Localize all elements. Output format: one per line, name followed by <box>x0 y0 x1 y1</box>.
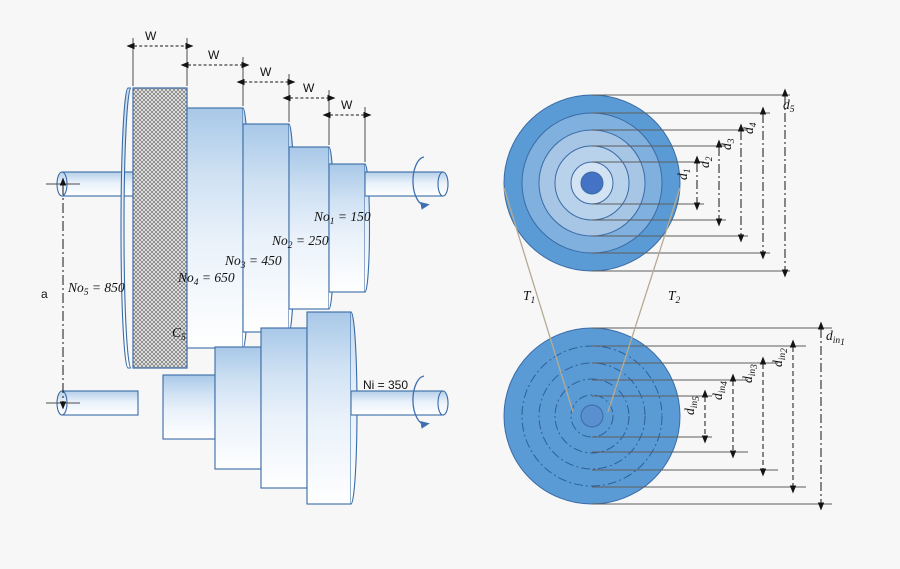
lower-right-shaft <box>350 390 449 416</box>
dim-label-d1: d1 <box>675 169 693 181</box>
width-dimension-arrows <box>126 42 372 119</box>
bottom-extension-lines <box>592 327 832 505</box>
lower-step-3 <box>260 327 314 489</box>
bottom-dimension-arrows <box>701 321 825 511</box>
bottom-pulley-dimension-labels: din5 din4 din3 din2 din1 <box>682 328 845 415</box>
upper-rotation-arrow <box>412 156 430 210</box>
top-extension-lines <box>592 94 790 272</box>
clearance-label-c5: C5 <box>172 325 186 343</box>
upper-step-1 <box>328 163 371 293</box>
hub <box>580 171 604 195</box>
dim-label-d3: d3 <box>719 138 737 150</box>
input-speed-label: Ni = 350 <box>363 378 408 392</box>
upper-step-3 <box>242 123 296 333</box>
belt-line-t1 <box>503 187 574 413</box>
center-distance-label: a <box>41 287 48 301</box>
dim-label-d5: d5 <box>783 97 795 115</box>
dim-label-din3: din3 <box>740 364 760 383</box>
upper-stepped-pulley <box>56 87 449 369</box>
speed-label-no5: No5 = 850 <box>67 280 125 298</box>
dim-label-din4: din4 <box>710 381 730 400</box>
lower-rotation-arrow <box>412 375 430 429</box>
width-label-3: W <box>260 65 272 79</box>
dim-label-din1: din1 <box>826 328 845 348</box>
top-pulley-dimension-labels: d1 d2 d3 d4 d5 <box>675 97 795 180</box>
dim-label-din2: din2 <box>770 348 790 367</box>
hub-in <box>580 404 604 428</box>
upper-right-shaft <box>364 171 449 197</box>
upper-step-5 <box>120 87 188 369</box>
bottom-pulley-end-view <box>503 327 681 505</box>
ring-in-3 <box>538 362 646 470</box>
lower-step-2 <box>214 346 267 470</box>
top-pulley-end-view <box>503 94 681 272</box>
speed-label-no2: No2 = 250 <box>271 233 329 251</box>
ring-in-2 <box>554 378 630 454</box>
width-label-2: W <box>208 48 220 62</box>
speed-label-no4: No4 = 650 <box>177 270 235 288</box>
width-label-4: W <box>303 81 315 95</box>
belt-lines <box>503 187 681 413</box>
width-label-5: W <box>341 98 353 112</box>
dim-label-din5: din5 <box>682 396 702 415</box>
upper-step-4 <box>186 107 250 349</box>
dim-label-d4: d4 <box>741 122 759 134</box>
dim-label-d2: d2 <box>697 156 715 168</box>
top-dimension-arrows <box>693 88 789 278</box>
speed-label-no3: No3 = 450 <box>224 253 282 271</box>
driver-speed-labels: No1 = 150 No2 = 250 No3 = 450 No4 = 650 … <box>67 209 408 392</box>
speed-label-no1: No1 = 150 <box>313 209 371 227</box>
upper-step-2 <box>288 146 335 310</box>
center-distance-dimension: a <box>41 177 80 410</box>
lower-step-4 <box>306 311 358 505</box>
width-label-1: W <box>145 29 157 43</box>
lower-step-1 <box>162 374 221 440</box>
lower-stepped-pulley <box>56 311 449 505</box>
ring-in-1 <box>570 394 614 438</box>
belt-label-t2: T2 <box>668 288 681 306</box>
belt-label-t1: T1 <box>523 288 535 306</box>
belt-line-t2 <box>607 187 681 413</box>
